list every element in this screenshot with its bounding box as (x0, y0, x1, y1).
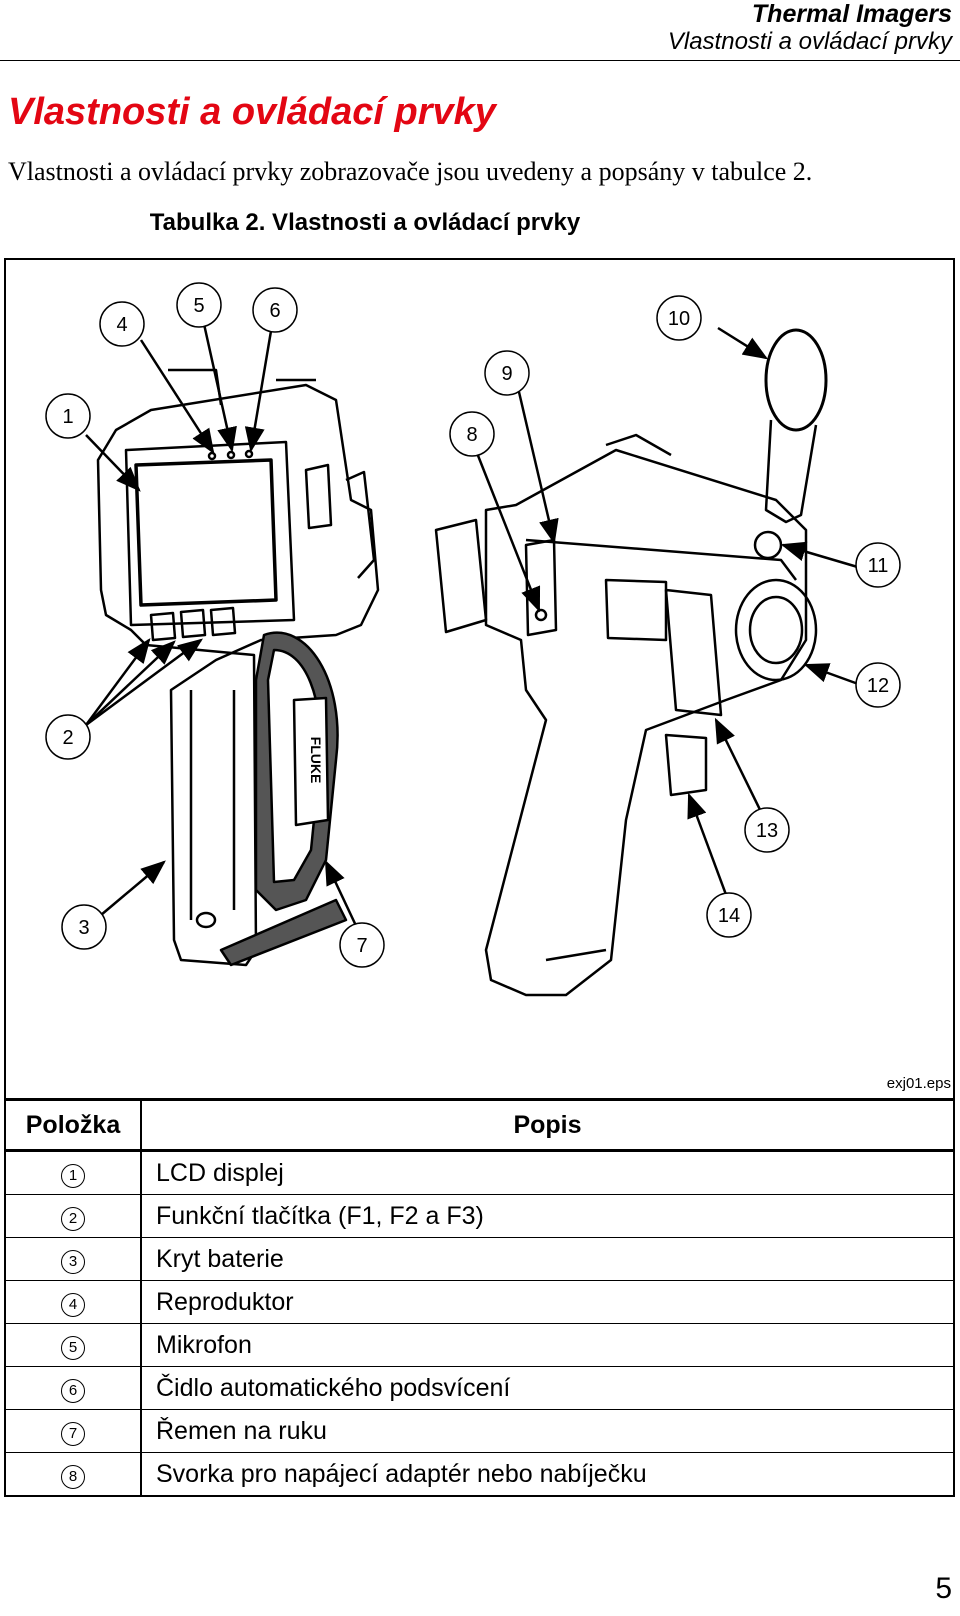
item-number-badge: 2 (61, 1207, 85, 1231)
callout-9: 9 (484, 350, 530, 396)
table-row: 6 Čidlo automatického podsvícení (4, 1366, 955, 1410)
table-caption: Tabulka 2. Vlastnosti a ovládací prvky (0, 208, 960, 238)
camera-front-view (96, 368, 380, 967)
camera-side-view (434, 328, 828, 997)
features-table: Položka Popis 1 LCD displej 2 Funkční tlač… (4, 1098, 955, 1497)
item-description: Kryt baterie (141, 1237, 955, 1281)
callout-6-label: 6 (269, 300, 280, 322)
item-description: Funkční tlačítka (F1, F2 a F3) (141, 1194, 955, 1238)
table-row: 4 Reproduktor (4, 1280, 955, 1324)
running-header-title: Thermal Imagers (751, 0, 952, 28)
item-number-badge: 4 (61, 1293, 85, 1317)
callout-11-label: 11 (868, 555, 889, 577)
item-number-badge: 3 (61, 1250, 85, 1274)
callout-2-label: 2 (62, 727, 73, 749)
callout-10: 10 (656, 295, 702, 341)
item-description: Čidlo automatického podsvícení (141, 1366, 955, 1410)
callout-leaders (84, 323, 862, 931)
item-number-badge: 5 (61, 1336, 85, 1360)
callout-1-label: 1 (62, 406, 73, 428)
item-description: Reproduktor (141, 1280, 955, 1324)
item-number-badge: 7 (61, 1422, 85, 1446)
table-row: 3 Kryt baterie (4, 1237, 955, 1281)
hand-strap: FLUKE (219, 631, 348, 967)
callout-14: 14 (706, 892, 752, 938)
table-row: 1 LCD displej (4, 1150, 955, 1195)
callout-12: 12 (855, 662, 901, 708)
item-description: Mikrofon (141, 1323, 955, 1367)
callout-bubbles: 1 2 3 4 5 6 7 8 9 10 11 12 13 14 (45, 282, 901, 968)
table-header-row: Položka Popis (4, 1098, 955, 1152)
callout-5-label: 5 (193, 295, 204, 317)
callout-7-label: 7 (356, 935, 367, 957)
header-rule (0, 60, 960, 61)
callout-9-label: 9 (501, 363, 512, 385)
item-number-badge: 1 (61, 1164, 85, 1188)
callout-6: 6 (252, 287, 298, 333)
running-header-subtitle: Vlastnosti a ovládací prvky (667, 28, 952, 55)
table-row: 8 Svorka pro napájecí adaptér nebo nabíje… (4, 1452, 955, 1497)
table-row: 5 Mikrofon (4, 1323, 955, 1367)
callout-3-label: 3 (78, 917, 89, 939)
callout-12-label: 12 (867, 675, 889, 697)
callout-10-label: 10 (668, 308, 690, 330)
item-description: Řemen na ruku (141, 1409, 955, 1453)
item-number-badge: 6 (61, 1379, 85, 1403)
illustration-svg: FLUKE (45, 282, 901, 997)
strap-brand-label: FLUKE (308, 737, 324, 784)
callout-1: 1 (45, 393, 91, 439)
column-header-description: Popis (141, 1098, 955, 1152)
callout-8-label: 8 (466, 424, 477, 446)
caption-text: Tabulka 2. Vlastnosti a ovládací prvky (149, 209, 581, 236)
callout-2: 2 (45, 714, 91, 760)
column-header-item: Položka (4, 1098, 142, 1152)
callout-13: 13 (744, 807, 790, 853)
callout-14-label: 14 (718, 905, 740, 927)
table-row: 7 Řemen na ruku (4, 1409, 955, 1453)
item-description: LCD displej (141, 1150, 955, 1195)
page-number: 5 (935, 1572, 952, 1605)
callout-7: 7 (339, 922, 385, 968)
callout-4: 4 (99, 301, 145, 347)
callout-5: 5 (176, 282, 222, 328)
section-title: Vlastnosti a ovládací prvky (8, 91, 496, 133)
callout-13-label: 13 (756, 820, 778, 842)
item-number-badge: 8 (61, 1465, 85, 1489)
item-description: Svorka pro napájecí adaptér nebo nabíječ… (141, 1452, 955, 1497)
device-illustration: FLUKE (4, 258, 955, 1098)
callout-4-label: 4 (116, 314, 127, 336)
table-row: 2 Funkční tlačítka (F1, F2 a F3) (4, 1194, 955, 1238)
callout-8: 8 (449, 411, 495, 457)
callout-11: 11 (855, 542, 901, 588)
figure-file-label: exj01.eps (886, 1075, 951, 1092)
intro-paragraph: Vlastnosti a ovládací prvky zobrazovače … (8, 157, 813, 186)
callout-3: 3 (61, 904, 107, 950)
